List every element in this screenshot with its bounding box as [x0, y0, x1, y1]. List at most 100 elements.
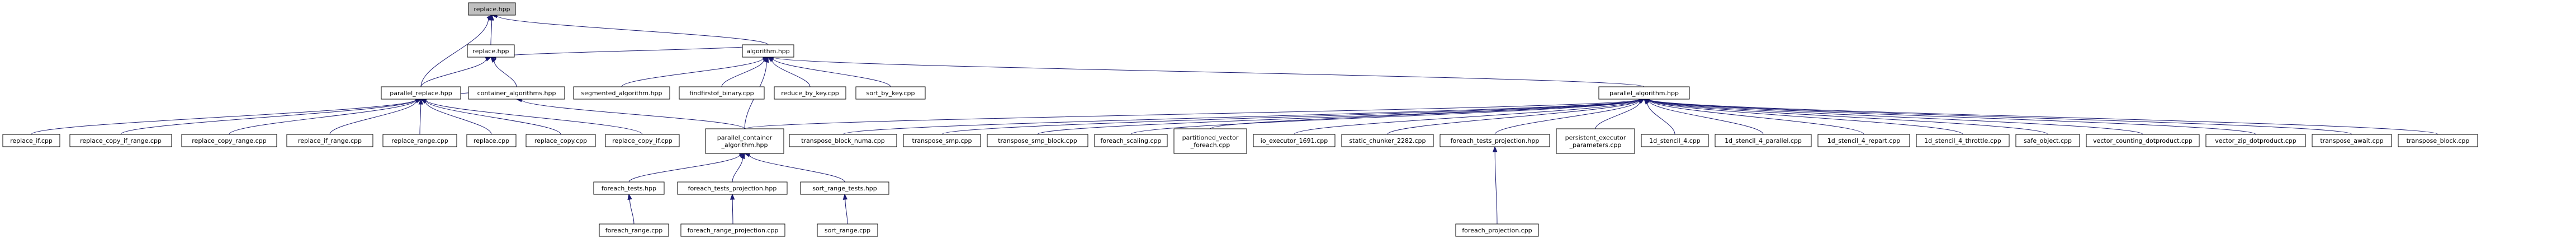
node-foreach-range-projection-cpp[interactable]: foreach_range_projection.cpp [680, 223, 785, 237]
node-sort-by-key-cpp[interactable]: sort_by_key.cpp [855, 86, 926, 100]
node-1d-stencil-4-repart-cpp[interactable]: 1d_stencil_4_repart.cpp [1817, 134, 1910, 147]
node-foreach-tests-projection-hpp-b[interactable]: foreach_tests_projection.hpp [677, 181, 788, 195]
node-persistent-executor-parameters-cpp[interactable]: persistent_executor_parameters.cpp [1556, 128, 1635, 154]
node-parallel-algorithm-hpp[interactable]: parallel_algorithm.hpp [1598, 86, 1690, 100]
node-segmented-algorithm-hpp[interactable]: segmented_algorithm.hpp [573, 86, 670, 100]
node-io-executor-1691-cpp[interactable]: io_executor_1691.cpp [1253, 134, 1336, 147]
node-replace-copy-if-range-cpp[interactable]: replace_copy_if_range.cpp [69, 134, 172, 147]
node-replace-range-cpp[interactable]: replace_range.cpp [382, 134, 457, 147]
node-1d-stencil-4-cpp[interactable]: 1d_stencil_4.cpp [1641, 134, 1709, 147]
node-label: sort_range.cpp [825, 227, 870, 234]
node-label: transpose_smp.cpp [912, 137, 972, 144]
node-box [1253, 134, 1336, 147]
edge-foreach-range-cpp-to-foreach-tests-hpp [627, 193, 634, 225]
node-foreach-range-cpp[interactable]: foreach_range.cpp [599, 223, 669, 237]
node-replace-copy-if-cpp[interactable]: replace_copy_if.cpp [605, 134, 680, 147]
node-label: replace_copy_if.cpp [612, 137, 673, 144]
node-replace-if-cpp[interactable]: replace_if.cpp [2, 134, 60, 147]
node-box [987, 134, 1088, 147]
node-transpose-smp-block-cpp[interactable]: transpose_smp_block.cpp [987, 134, 1088, 147]
node-1d-stencil-4-parallel-cpp[interactable]: 1d_stencil_4_parallel.cpp [1715, 134, 1812, 147]
node-vector-counting-dotproduct-cpp[interactable]: vector_counting_dotproduct.cpp [2086, 134, 2200, 147]
node-label: transpose_block.cpp [2407, 137, 2470, 144]
node-box [800, 181, 889, 195]
node-label: foreach_scaling.cpp [1100, 137, 1161, 144]
node-vector-zip-dotproduct-cpp[interactable]: vector_zip_dotproduct.cpp [2205, 134, 2306, 147]
node-box [1916, 134, 2010, 147]
node-box [855, 86, 926, 100]
node-static-chunker-2282-cpp[interactable]: static_chunker_2282.cpp [1341, 134, 1434, 147]
node-box [903, 134, 981, 147]
edge-transpose-smp-block-cpp-to-parallel-algorithm-hpp [1037, 97, 1645, 135]
node-label: parallel_algorithm.hpp [1609, 90, 1679, 97]
node-replace-hpp[interactable]: replace.hpp [467, 44, 515, 58]
node-foreach-scaling-cpp[interactable]: foreach_scaling.cpp [1094, 134, 1168, 147]
node-replace-copy-cpp[interactable]: replace_copy.cpp [525, 134, 596, 147]
node-label: persistent_executor [1565, 134, 1626, 142]
node-label: transpose_await.cpp [2320, 137, 2383, 144]
node-box [382, 134, 457, 147]
node-foreach-tests-hpp[interactable]: foreach_tests.hpp [593, 181, 665, 195]
node-label: replace.hpp [473, 6, 510, 13]
node-label: findfirstof_binary.cpp [689, 90, 754, 97]
node-label: partitioned_vector [1182, 134, 1239, 142]
node-box [181, 134, 277, 147]
node-findfirstof-binary-cpp[interactable]: findfirstof_binary.cpp [679, 86, 765, 100]
edge-transpose-await-cpp-to-parallel-algorithm-hpp [1643, 97, 2352, 135]
node-transpose-block-cpp[interactable]: transpose_block.cpp [2398, 134, 2478, 147]
node-box [599, 223, 669, 237]
node-replace-copy-range-cpp[interactable]: replace_copy_range.cpp [181, 134, 277, 147]
node-label: foreach_range.cpp [605, 227, 662, 234]
node-reduce-by-key-cpp[interactable]: reduce_by_key.cpp [774, 86, 846, 100]
edge-reduce-by-key-cpp-to-algorithm-hpp [767, 57, 811, 87]
node-box [1556, 128, 1635, 154]
node-box [2205, 134, 2306, 147]
node-label: replace_copy_range.cpp [192, 137, 266, 144]
node-box [742, 44, 794, 58]
edge-parallel-algorithm-hpp-to-algorithm-hpp [767, 55, 1645, 87]
node-box [680, 223, 785, 237]
node-box [817, 223, 878, 237]
node-container-algorithms-hpp[interactable]: container_algorithms.hpp [468, 86, 565, 100]
node-partitioned-vector-foreach-cpp[interactable]: partitioned_vector_foreach.cpp [1173, 128, 1247, 154]
node-label: segmented_algorithm.hpp [581, 90, 662, 97]
node-sort-range-cpp[interactable]: sort_range.cpp [817, 223, 878, 237]
node-label: 1d_stencil_4_throttle.cpp [1924, 137, 2001, 144]
node-label: vector_zip_dotproduct.cpp [2215, 137, 2296, 144]
edge-vector-zip-dotproduct-cpp-to-parallel-algorithm-hpp [1643, 97, 2256, 135]
node-replace-cpp[interactable]: replace.cpp [466, 134, 517, 147]
node-label: sort_by_key.cpp [866, 90, 915, 97]
node-box [679, 86, 765, 100]
edge-segmented-algorithm-hpp-to-algorithm-hpp [621, 55, 769, 87]
node-parallel-container-algorithm-hpp[interactable]: parallel_container_algorithm.hpp [705, 128, 784, 154]
node-algorithm-hpp[interactable]: algorithm.hpp [742, 44, 794, 58]
node-label: replace_if.cpp [10, 137, 53, 144]
node-box [1715, 134, 1812, 147]
node-box [2086, 134, 2200, 147]
edge-parallel-container-algorithm-hpp-to-container-algorithms-hpp [515, 97, 745, 129]
node-transpose-await-cpp[interactable]: transpose_await.cpp [2312, 134, 2392, 147]
node-replace-hpp-root[interactable]: replace.hpp [468, 2, 516, 16]
edge-replace-copy-cpp-to-parallel-replace-hpp [420, 98, 561, 135]
node-1d-stencil-4-throttle-cpp[interactable]: 1d_stencil_4_throttle.cpp [1916, 134, 2010, 147]
node-foreach-tests-projection-hpp-a[interactable]: foreach_tests_projection.hpp [1439, 134, 1550, 147]
edge-replace-range-cpp-to-parallel-replace-hpp [418, 98, 423, 135]
node-transpose-smp-cpp[interactable]: transpose_smp.cpp [903, 134, 981, 147]
node-box [705, 128, 784, 154]
edge-sort-range-tests-hpp-to-parallel-container-algorithm-hpp [744, 152, 845, 183]
node-sort-range-tests-hpp[interactable]: sort_range_tests.hpp [800, 181, 889, 195]
edge-sort-by-key-cpp-to-algorithm-hpp [767, 56, 891, 87]
node-box [1094, 134, 1168, 147]
node-label: replace_copy_if_range.cpp [80, 137, 162, 144]
node-label: replace.cpp [473, 137, 509, 144]
node-foreach-projection-cpp[interactable]: foreach_projection.cpp [1455, 223, 1539, 237]
node-parallel-replace-hpp[interactable]: parallel_replace.hpp [381, 86, 461, 100]
node-box [466, 134, 517, 147]
node-label: 1d_stencil_4.cpp [1649, 137, 1700, 144]
edge-sort-range-cpp-to-sort-range-tests-hpp [842, 193, 848, 225]
node-replace-if-range-cpp[interactable]: replace_if_range.cpp [286, 134, 373, 147]
node-transpose-block-numa-cpp[interactable]: transpose_block_numa.cpp [789, 134, 897, 147]
node-safe-object-cpp[interactable]: safe_object.cpp [2015, 134, 2080, 147]
node-label: foreach_tests_projection.hpp [688, 185, 777, 192]
node-box [774, 86, 846, 100]
